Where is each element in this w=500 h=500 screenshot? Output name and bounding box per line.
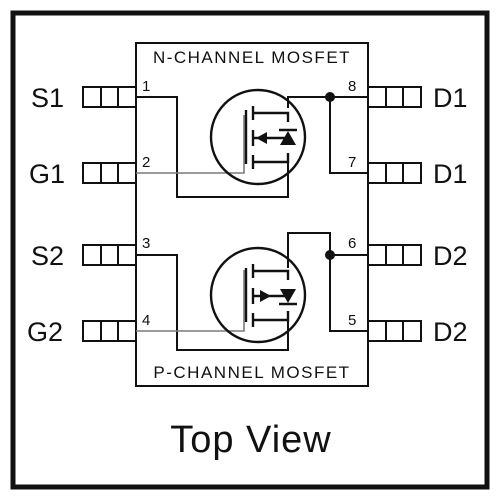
pin-3-name: S2 — [31, 241, 64, 271]
source-1-wire — [136, 96, 289, 198]
pin-8-name: D1 — [433, 83, 468, 113]
n-body-diode-icon — [280, 131, 296, 145]
n-channel-mosfet — [136, 88, 368, 198]
p-body-diode-icon — [280, 289, 296, 303]
pin-2-lead — [82, 162, 137, 184]
pin-4-lead — [82, 320, 137, 342]
p-channel-mosfet — [136, 232, 368, 351]
pin-7-name: D1 — [433, 159, 468, 189]
pin-6-lead — [367, 244, 422, 266]
pin-1-name: S1 — [31, 83, 64, 113]
pin-6-name: D2 — [433, 241, 468, 271]
pin-4-name: G2 — [27, 317, 63, 347]
pin-8-number: 8 — [348, 78, 356, 95]
pin-5-number: 5 — [348, 312, 356, 329]
pin-1-lead — [82, 86, 137, 108]
source-2-wire — [136, 254, 289, 351]
pin-7-lead — [367, 162, 422, 184]
pin-2-number: 2 — [142, 154, 150, 171]
drain-1-junction-dot — [325, 92, 335, 102]
pin-3-lead — [82, 244, 137, 266]
drain-1-bridge-wire — [329, 97, 368, 174]
pin-3-number: 3 — [142, 235, 150, 252]
p-channel-label: P-CHANNEL MOSFET — [153, 363, 350, 382]
gate-2-wire — [136, 270, 245, 332]
pin-1-number: 1 — [142, 78, 150, 95]
p-channel-arrow-icon — [260, 290, 271, 302]
drain-2-bridge-wire — [329, 255, 368, 332]
pin-7-number: 7 — [348, 154, 356, 171]
p-mosfet-circle-icon — [209, 246, 307, 344]
drain-1-top-wire — [287, 96, 368, 108]
pin-4-number: 4 — [142, 312, 150, 329]
view-title: Top View — [170, 419, 332, 461]
drain-2-top-wire — [287, 232, 368, 268]
pin-5-name: D2 — [433, 317, 468, 347]
n-channel-label: N-CHANNEL MOSFET — [153, 48, 351, 67]
pin-6-number: 6 — [348, 235, 356, 252]
pin-5-lead — [367, 320, 422, 342]
outer-frame — [10, 10, 490, 490]
gate-1-wire — [136, 115, 245, 174]
pin-8-lead — [367, 86, 422, 108]
pin-2-name: G1 — [29, 159, 65, 189]
drain-2-junction-dot — [325, 250, 335, 260]
n-channel-arrow-icon — [256, 132, 267, 144]
n-mosfet-circle-icon — [209, 88, 307, 186]
